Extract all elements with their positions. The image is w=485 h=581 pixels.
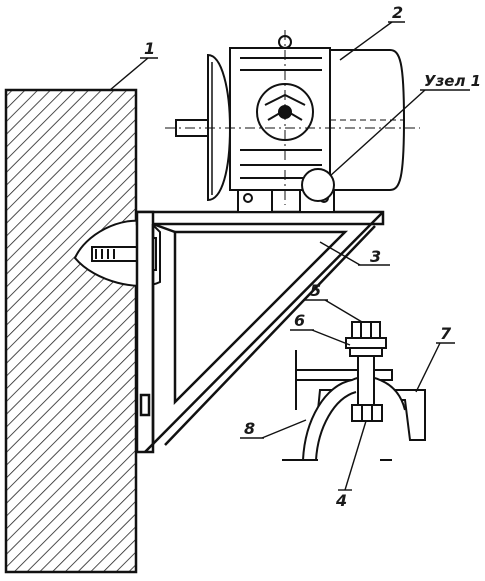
- callout-1: 1: [144, 39, 155, 58]
- callout-3: 3: [370, 247, 381, 266]
- fastening-node: [282, 321, 426, 461]
- node-label: Узел 1: [424, 72, 481, 90]
- callout-8: 8: [244, 419, 255, 438]
- callout-5: 5: [310, 281, 321, 300]
- leader-lines: [109, 21, 470, 491]
- electric-motor: [165, 30, 420, 205]
- callout-2: 2: [392, 3, 403, 22]
- callout-7: 7: [440, 324, 452, 343]
- wall: [4, 88, 138, 574]
- callout-6: 6: [294, 311, 305, 330]
- callout-4: 4: [335, 491, 347, 510]
